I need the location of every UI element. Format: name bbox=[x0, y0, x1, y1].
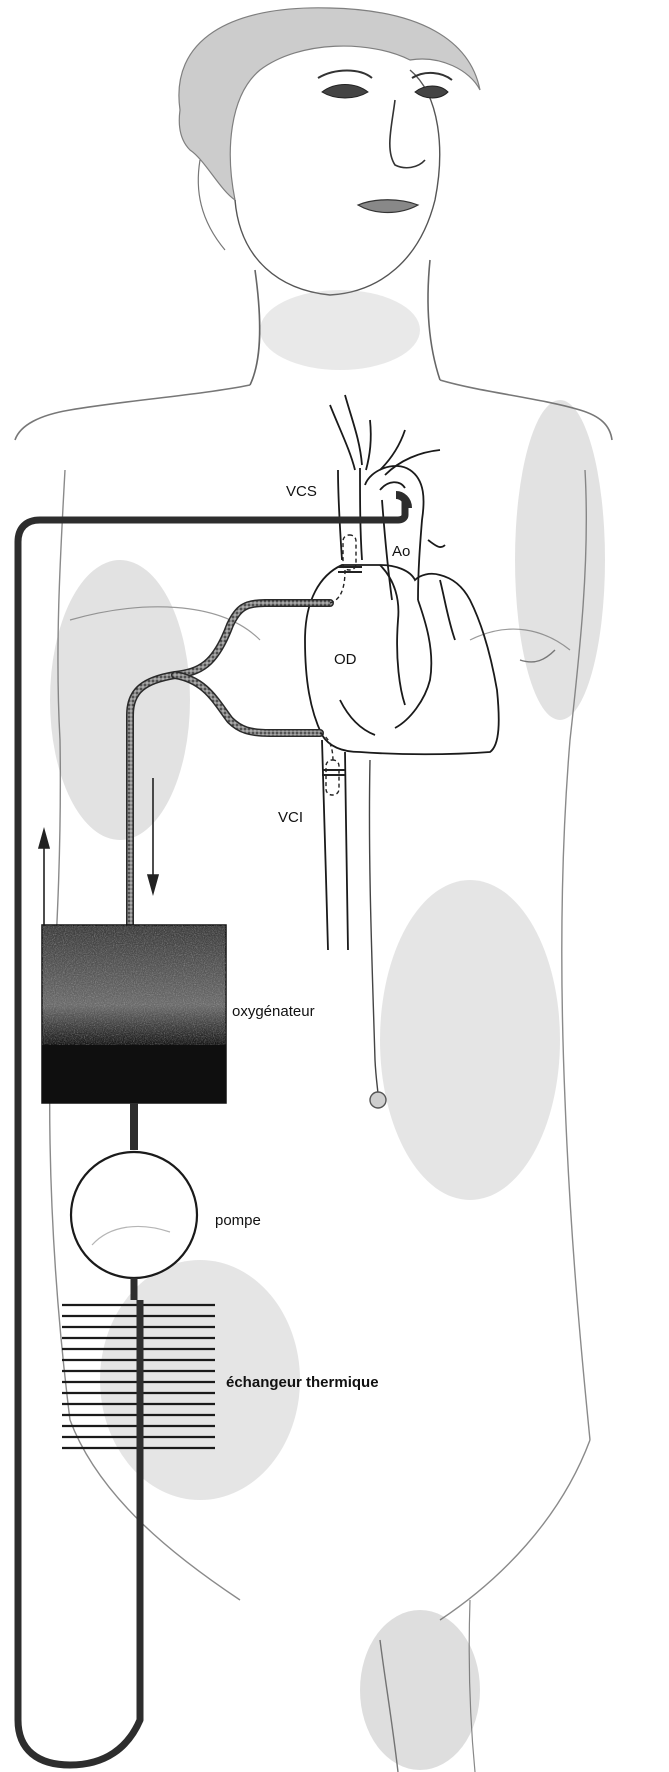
ivc-cannula bbox=[326, 760, 339, 795]
mouth bbox=[358, 200, 418, 213]
navel bbox=[370, 1092, 386, 1108]
nose bbox=[390, 100, 425, 168]
neck bbox=[250, 270, 260, 385]
label-vcs: VCS bbox=[286, 483, 317, 500]
inferior-vena-cava bbox=[322, 740, 328, 950]
left-shoulder bbox=[15, 385, 250, 440]
pump bbox=[71, 1152, 197, 1278]
label-echangeur: échangeur thermique bbox=[226, 1374, 379, 1391]
label-pompe: pompe bbox=[215, 1212, 261, 1229]
human-figure bbox=[15, 8, 612, 1772]
superior-vena-cava bbox=[338, 470, 342, 560]
hair bbox=[179, 8, 480, 200]
label-oxygenateur: oxygénateur bbox=[232, 1003, 315, 1020]
oxygenator bbox=[42, 925, 226, 1103]
heart-and-vessels bbox=[305, 395, 499, 950]
right-eye bbox=[415, 86, 448, 98]
label-vci: VCI bbox=[278, 809, 303, 826]
left-eye bbox=[322, 85, 368, 99]
face-outline bbox=[235, 70, 440, 295]
label-ao: Ao bbox=[392, 543, 410, 560]
label-od: OD bbox=[334, 651, 357, 668]
